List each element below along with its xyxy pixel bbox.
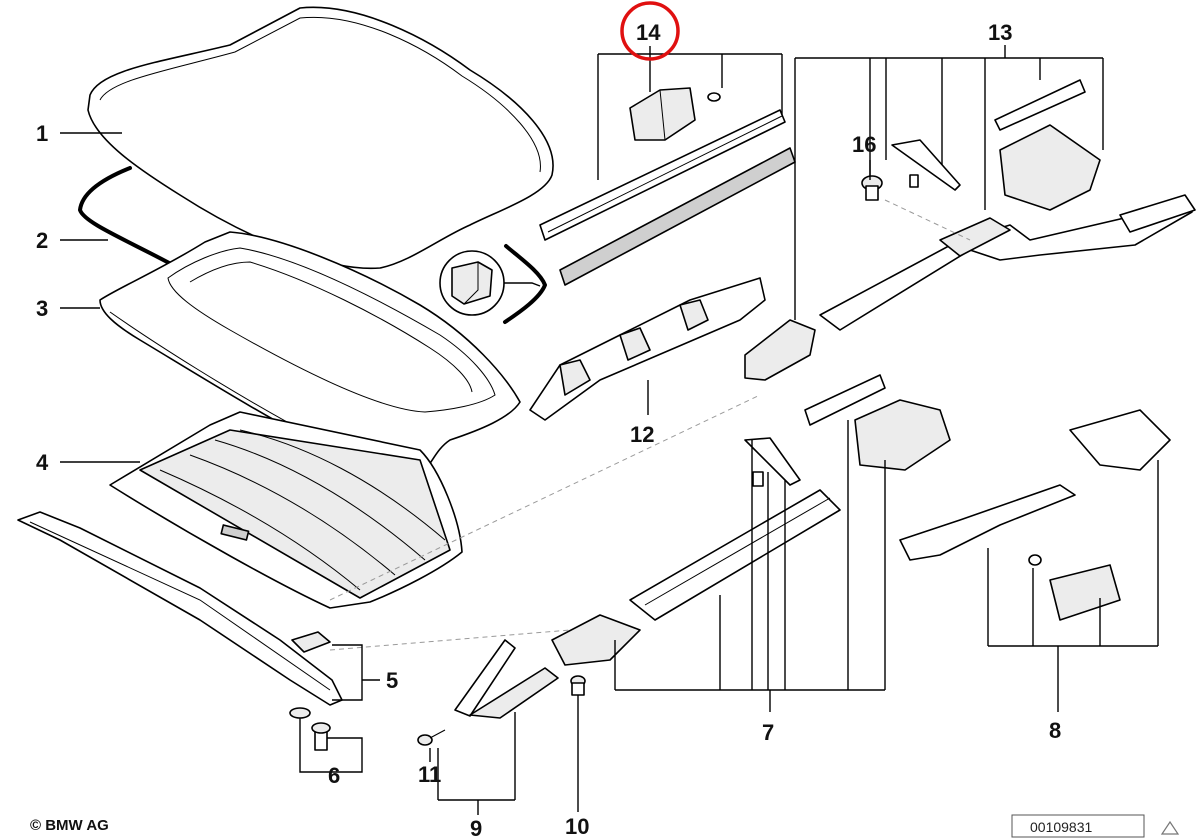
triangle-icon	[1160, 820, 1180, 835]
copyright-text: © BMW AG	[30, 817, 109, 834]
part-8-guide-parts	[804, 374, 1171, 621]
callout-10: 10	[565, 814, 589, 839]
callout-5: 5	[386, 668, 398, 693]
seal-detail-inset	[439, 250, 541, 316]
callout-1: 1	[36, 121, 48, 146]
part-4-sunshade	[109, 411, 463, 609]
part-14-rail-assembly	[539, 87, 796, 286]
document-number-box: 00109831	[1011, 814, 1180, 838]
part-12-deflector	[529, 277, 766, 421]
document-number: 00109831	[1030, 819, 1093, 835]
part-3-frame	[99, 231, 521, 478]
part-5-guide-rail	[17, 511, 343, 706]
callout-3: 3	[36, 296, 48, 321]
callout-9: 9	[470, 816, 482, 840]
callout-6: 6	[328, 763, 340, 788]
part-9-hinge	[417, 639, 586, 746]
callouts: 1 2 3 4 5 6 7 8 9 10 11 12 13 14 16	[36, 20, 1061, 840]
callout-11: 11	[418, 762, 441, 787]
callout-4: 4	[36, 450, 49, 475]
part-6-bolts	[289, 707, 331, 751]
callout-8: 8	[1049, 718, 1061, 743]
callout-7: 7	[762, 720, 774, 745]
callout-12: 12	[630, 422, 654, 447]
callout-14: 14	[636, 20, 661, 45]
part-1-glass-panel	[87, 6, 554, 270]
callout-13: 13	[988, 20, 1012, 45]
leader-lines	[60, 45, 1159, 815]
highlight-circle	[620, 1, 680, 61]
callout-16: 16	[852, 132, 876, 157]
part-13-upper-mechanism	[744, 79, 1196, 381]
part-7-lower-mechanism	[551, 437, 841, 666]
callout-2: 2	[36, 228, 48, 253]
